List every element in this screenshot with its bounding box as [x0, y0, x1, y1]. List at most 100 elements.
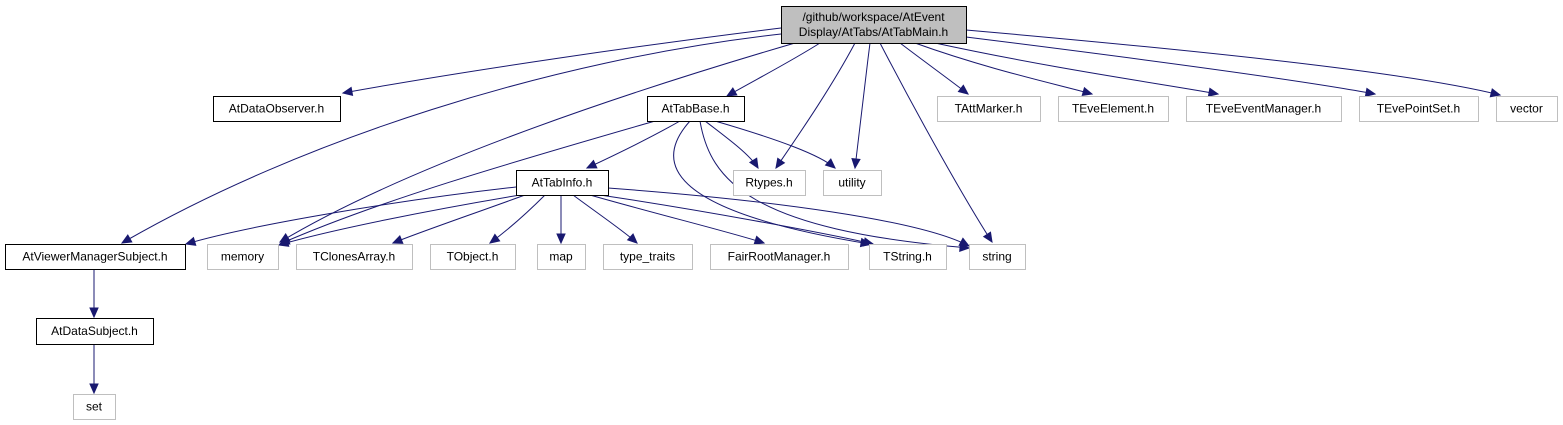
node-atviewermanagersubject[interactable]: AtViewerManagerSubject.h	[5, 244, 186, 270]
edge-line	[726, 42, 821, 97]
arrowhead-icon	[184, 236, 197, 246]
node-root[interactable]: /github/workspace/AtEventDisplay/AtTabs/…	[781, 6, 967, 44]
edge-line	[489, 194, 546, 244]
edge-line	[775, 42, 856, 169]
edge-root-to-rtypes	[775, 42, 856, 170]
arrowhead-icon	[753, 235, 766, 245]
node-label: Display/AtTabs/AtTabMain.h	[799, 25, 948, 39]
node-tevepointset: TEvePointSet.h	[1359, 96, 1479, 122]
node-atdatasubject[interactable]: AtDataSubject.h	[36, 318, 154, 345]
edge-root-to-memory	[278, 42, 796, 243]
node-box	[296, 244, 413, 270]
node-tobject: TObject.h	[430, 244, 516, 270]
node-box	[5, 244, 186, 270]
node-vector: vector	[1496, 96, 1558, 122]
arrowhead-icon	[725, 87, 738, 97]
edge-root-to-tevepointset	[965, 36, 1377, 97]
node-label: string	[982, 250, 1011, 264]
edge-root-to-atviewermanagersubject	[120, 33, 782, 244]
node-label: set	[86, 400, 103, 414]
node-label: memory	[221, 250, 264, 264]
node-label: AtTabBase.h	[661, 102, 729, 116]
edge-attabbase-to-rtypes	[704, 120, 759, 170]
node-label: AtDataSubject.h	[51, 324, 138, 338]
edge-root-to-string	[879, 42, 993, 244]
edge-line	[392, 194, 526, 244]
edge-root-to-atdataobserver	[341, 27, 782, 97]
node-teveelement: TEveElement.h	[1058, 96, 1169, 122]
node-label: AtTabInfo.h	[532, 176, 593, 190]
node-label: TString.h	[883, 250, 932, 264]
edge-attabinfo-to-atviewermanagersubject	[184, 186, 517, 246]
edge-root-to-teveelement	[914, 42, 1094, 97]
edge-attabinfo-to-map	[556, 195, 566, 245]
node-label: TAttMarker.h	[955, 102, 1023, 116]
node-box	[1186, 96, 1342, 122]
node-box	[537, 244, 586, 270]
node-attabinfo[interactable]: AtTabInfo.h	[516, 170, 609, 196]
node-label: type_traits	[620, 250, 675, 264]
node-label: TEveEventManager.h	[1206, 102, 1321, 116]
node-label: TEvePointSet.h	[1377, 102, 1460, 116]
edge-line	[121, 33, 782, 244]
arrowhead-icon	[89, 383, 99, 395]
node-box	[1496, 96, 1558, 122]
arrowhead-icon	[626, 233, 638, 244]
arrowhead-icon	[824, 158, 836, 169]
node-box	[969, 244, 1026, 270]
node-box	[710, 244, 849, 270]
edge-attabinfo-to-tclonesarray	[391, 194, 526, 244]
node-label: TClonesArray.h	[313, 250, 395, 264]
node-box	[516, 170, 609, 196]
node-box	[869, 244, 947, 270]
node-box	[1359, 96, 1479, 122]
node-box	[647, 96, 745, 122]
node-utility: utility	[823, 170, 882, 196]
edge-attabbase-to-utility	[714, 120, 836, 169]
edge-line	[854, 42, 871, 169]
arrowhead-icon	[89, 307, 99, 319]
edge-line	[704, 120, 759, 169]
edge-line	[879, 42, 993, 243]
edge-attabinfo-to-fairrootmanager	[589, 194, 766, 245]
edges-layer	[89, 27, 1502, 395]
arrowhead-icon	[982, 231, 993, 244]
arrowhead-icon	[277, 237, 290, 247]
edge-line	[589, 194, 765, 244]
node-label: vector	[1510, 102, 1543, 116]
edge-line	[965, 36, 1376, 95]
edge-atviewermanagersubject-to-atdatasubject	[89, 269, 99, 319]
edge-root-to-teveeventmanager	[934, 42, 1220, 97]
node-box	[213, 96, 341, 122]
edge-line	[714, 120, 836, 169]
edge-line	[599, 194, 874, 245]
edge-line	[934, 42, 1219, 95]
node-box	[603, 244, 693, 270]
edge-line	[279, 120, 656, 245]
node-memory: memory	[207, 244, 279, 270]
edge-attabinfo-to-type_traits	[572, 194, 638, 244]
arrowhead-icon	[585, 159, 598, 169]
arrowhead-icon	[120, 234, 133, 244]
arrowhead-icon	[775, 157, 786, 170]
node-tclonesarray: TClonesArray.h	[296, 244, 413, 270]
edge-root-to-tattmarker	[899, 42, 969, 95]
arrowhead-icon	[957, 84, 969, 95]
edge-line	[586, 120, 681, 169]
node-map: map	[537, 244, 586, 270]
node-atdataobserver[interactable]: AtDataObserver.h	[213, 96, 341, 122]
edge-atdatasubject-to-set	[89, 344, 99, 395]
edge-line	[279, 42, 796, 243]
node-attabbase[interactable]: AtTabBase.h	[647, 96, 745, 122]
edge-attabinfo-to-memory	[277, 194, 521, 247]
edge-attabinfo-to-tobject	[489, 194, 546, 244]
node-label: map	[549, 250, 573, 264]
arrowhead-icon	[489, 233, 501, 244]
edge-line	[185, 186, 517, 245]
node-box	[733, 170, 806, 196]
node-rtypes: Rtypes.h	[733, 170, 806, 196]
edge-root-to-attabbase	[725, 42, 821, 97]
node-box	[823, 170, 882, 196]
arrowhead-icon	[862, 237, 875, 247]
arrowhead-icon	[958, 237, 971, 247]
